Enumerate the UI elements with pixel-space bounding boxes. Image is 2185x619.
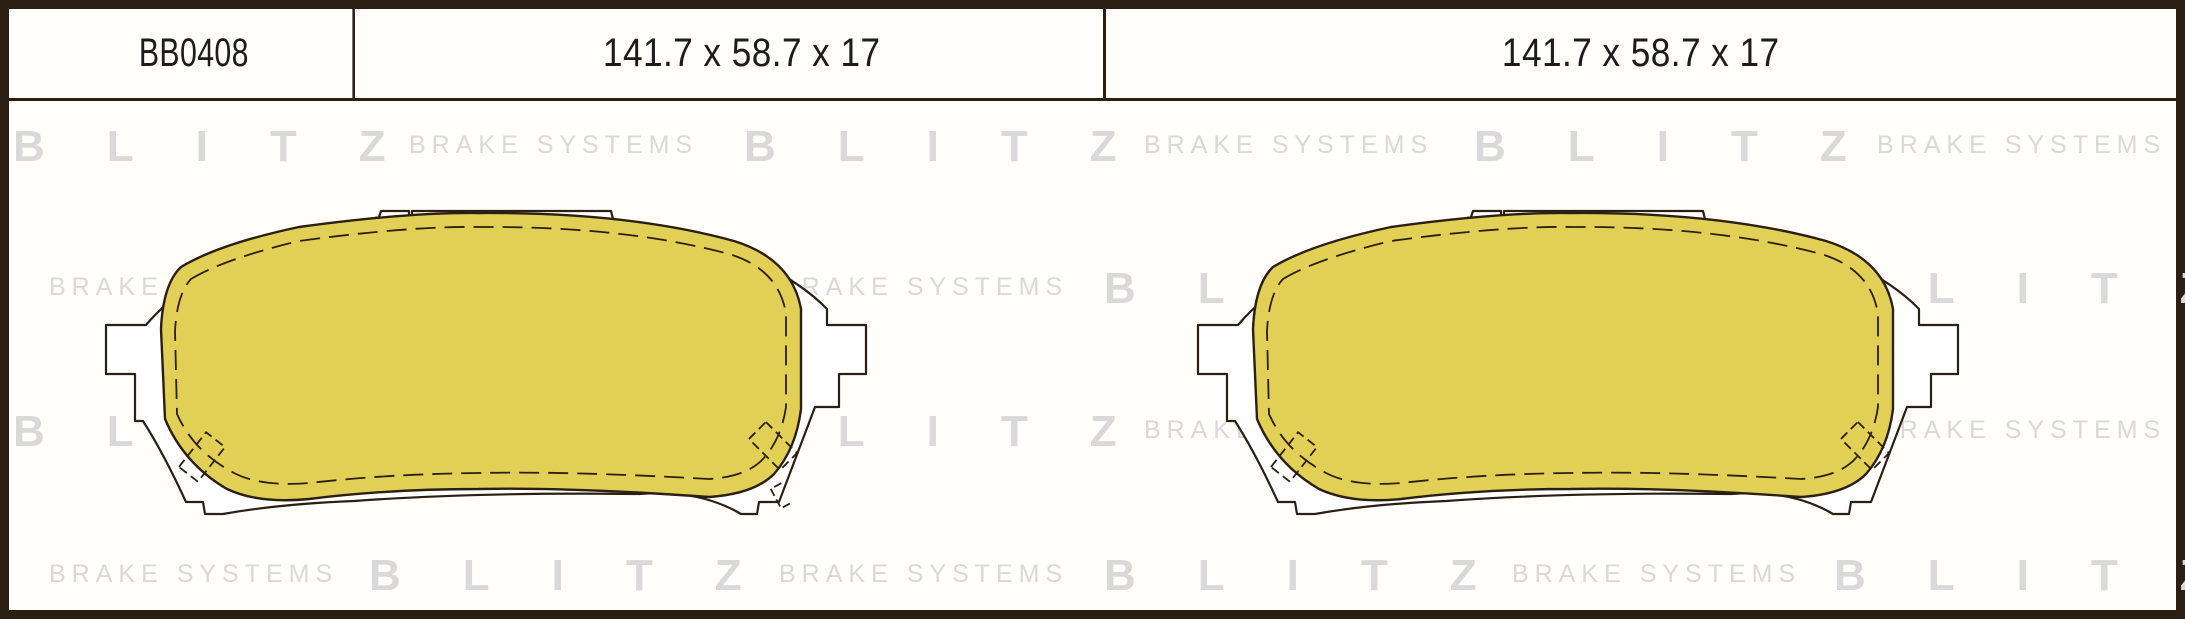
watermark-brand: BLITZ [744,122,1179,171]
spec-header: BB0408 141.7 x 58.7 x 17 141.7 x 58.7 x … [9,9,2176,101]
watermark-brand: BLITZ [13,122,448,171]
watermark-tagline: BRAKE SYSTEMS [409,131,699,159]
watermark-tagline: BRAKE SYSTEMS [1877,416,2167,444]
watermark-brand: BLITZ [1834,551,2185,600]
dimension-cell-right: 141.7 x 58.7 x 17 [1106,9,2176,98]
wear-sensor-clip [769,482,793,510]
brake-pad-left-drawing [104,209,868,516]
watermark-tagline: BRAKE SYSTEMS [779,273,1069,301]
dimension-right: 141.7 x 58.7 x 17 [1502,31,1780,75]
part-code: BB0408 [138,31,249,75]
brake-pad-drawings [104,209,1960,516]
dimension-left: 141.7 x 58.7 x 17 [603,31,881,75]
part-code-cell: BB0408 [35,9,355,98]
watermark-tagline: BRAKE SYSTEMS [779,560,1069,588]
watermark-tagline: BRAKE SYSTEMS [1144,131,1434,159]
watermark-tagline: BRAKE SYSTEMS [1512,560,1802,588]
watermark-brand: BLITZ [1104,551,1539,600]
brake-pad-right-drawing [1196,209,1960,516]
watermark-brand: BLITZ [369,551,804,600]
dimension-cell-left: 141.7 x 58.7 x 17 [381,9,1106,98]
watermark-tagline: BRAKE SYSTEMS [49,560,339,588]
watermark-brand: BLITZ [1474,122,1909,171]
watermark-tagline: BRAKE SYSTEMS [1877,131,2167,159]
